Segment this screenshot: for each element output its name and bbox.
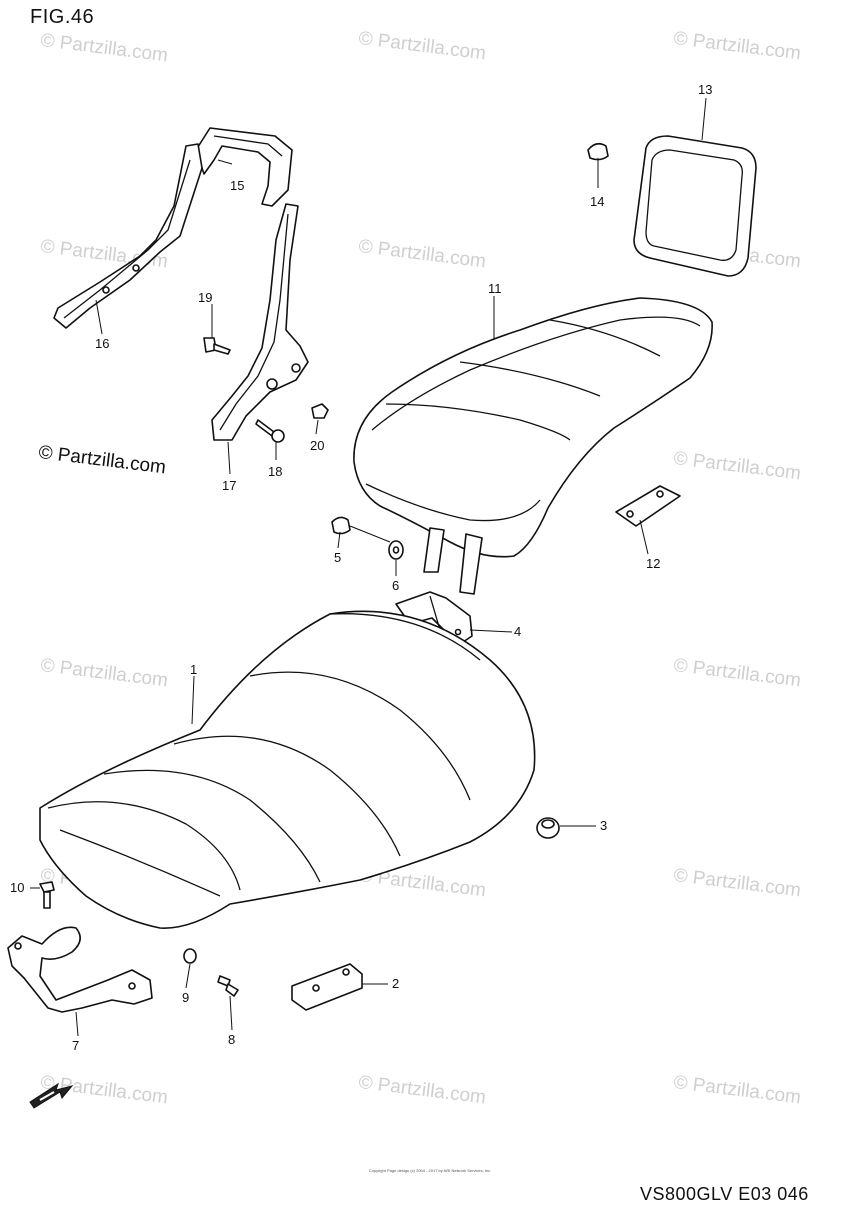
part-backrest-frame[interactable] [195,127,293,207]
fwd-arrow-icon [29,1082,74,1109]
callout-7: 7 [72,1038,79,1053]
figure-title: FIG.46 [30,6,95,28]
callout-17: 17 [222,478,236,493]
callout-5: 5 [334,550,341,565]
callout-18: 18 [268,464,282,479]
part-nut-14[interactable] [587,142,609,161]
callout-15: 15 [230,178,244,193]
part-bolt-8[interactable] [217,975,239,997]
part-cushion-block[interactable] [291,963,363,1011]
callout-11: 11 [488,281,502,296]
part-nut-20[interactable] [311,403,329,419]
callout-labels: 13 14 15 16 19 11 20 18 17 12 5 6 4 1 3 … [10,82,712,1053]
part-bolt-10[interactable] [39,881,55,909]
callout-9: 9 [182,990,189,1005]
callout-10: 10 [10,880,24,895]
callout-12: 12 [646,556,660,571]
part-nut-3[interactable] [536,817,560,839]
part-passenger-seat[interactable] [353,297,713,595]
callout-19: 19 [198,290,212,305]
callout-4: 4 [514,624,521,639]
callout-3: 3 [600,818,607,833]
callout-1: 1 [190,662,197,677]
part-bolt-18[interactable] [255,419,285,443]
part-washer-9[interactable] [183,948,197,964]
part-washer-6[interactable] [388,540,404,560]
part-backrest-pad[interactable] [633,135,757,277]
part-seat[interactable] [39,610,536,929]
callout-16: 16 [95,336,109,351]
part-cushion-12[interactable] [615,485,681,527]
callout-6: 6 [392,578,399,593]
fine-print: Copyright Page design (c) 2004 - 2017 by… [368,1168,492,1173]
callout-20: 20 [310,438,324,453]
leader-lines [30,97,707,1037]
callout-13: 13 [698,82,712,97]
part-seat-bracket[interactable] [7,926,153,1013]
part-bolt-5[interactable] [331,516,391,543]
part-backrest-bracket-16[interactable] [53,143,203,329]
drawing-code: VS800GLV E03 046 [640,1184,809,1204]
part-backrest-bracket-17[interactable] [211,203,309,441]
callout-2: 2 [392,976,399,991]
part-bolt-19[interactable] [203,337,231,355]
callout-8: 8 [228,1032,235,1047]
callout-14: 14 [590,194,604,209]
